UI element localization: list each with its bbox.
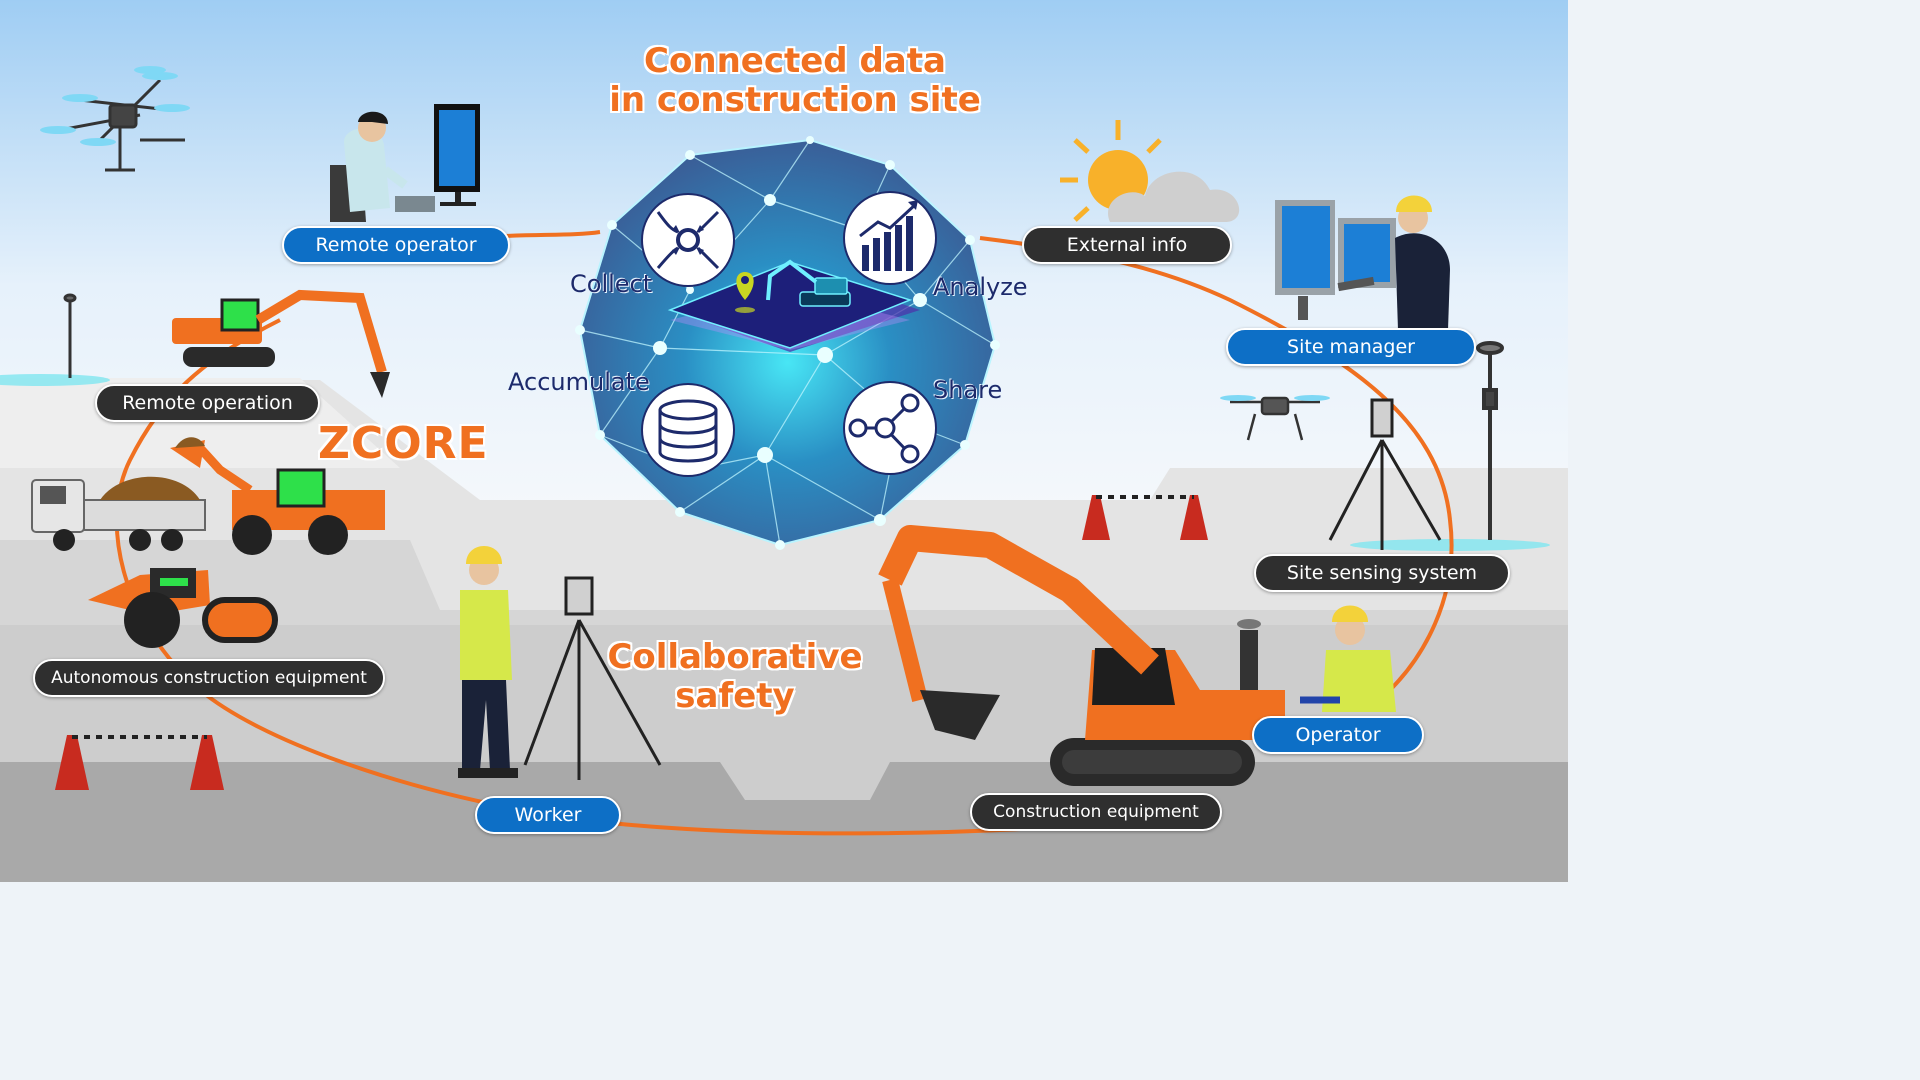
digital-excavator-icon [766, 259, 851, 307]
drone-icon [40, 66, 190, 172]
site-manager-monitors-icon [1275, 200, 1396, 320]
operator-figure [1300, 605, 1396, 712]
cycle-label-accumulate: Accumulate [508, 368, 650, 396]
monitor-icon [434, 104, 480, 206]
traffic-cone-icon-left [55, 735, 224, 790]
headline-line-2: in construction site [609, 80, 981, 121]
worker-figure [458, 546, 518, 778]
label-remote-operator: Remote operator [282, 226, 510, 264]
sun-cloud-icon [1060, 120, 1240, 222]
safety-heading: Collaborative safety [600, 637, 870, 717]
headline-title: Connected data in construction site [600, 41, 990, 121]
gnss-pole-icon [63, 293, 77, 378]
zcore-logo: ZCORE [318, 418, 489, 469]
share-icon [843, 381, 937, 475]
remote-excavator-icon [172, 289, 390, 398]
wheel-loader-icon [170, 437, 385, 555]
label-construction-equipment: Construction equipment [970, 793, 1222, 831]
excavator-icon [878, 525, 1285, 786]
database-icon [641, 383, 735, 477]
tripod-sensor-icon [523, 576, 662, 780]
ground-lower-road [0, 762, 1568, 882]
headline-line-1: Connected data [644, 41, 946, 81]
label-autonomous-construction-equipment: Autonomous construction equipment [33, 659, 385, 697]
tripod-sensor-icon-right [1328, 398, 1442, 550]
gnss-pole-icon-right [1476, 341, 1504, 540]
location-pin-icon [735, 272, 755, 313]
roller-icon [88, 568, 278, 648]
label-external-info: External info [1022, 226, 1232, 264]
label-operator: Operator [1252, 716, 1424, 754]
analyze-chart-icon [843, 191, 937, 285]
traffic-cone-icon-right [1082, 495, 1208, 540]
remote-operator-figure [330, 111, 435, 222]
safety-heading-line-2: safety [675, 676, 795, 717]
cycle-label-collect: Collect [570, 270, 653, 298]
label-site-manager: Site manager [1226, 328, 1476, 366]
label-worker: Worker [475, 796, 621, 834]
label-remote-operation: Remote operation [95, 384, 320, 422]
small-drone-icon [1220, 395, 1330, 441]
label-site-sensing-system: Site sensing system [1254, 554, 1510, 592]
cycle-label-analyze: Analyze [933, 273, 1028, 301]
safety-heading-line-1: Collaborative [607, 637, 863, 677]
dump-truck-icon [31, 476, 206, 551]
cycle-label-share: Share [933, 376, 1003, 404]
site-manager-figure [1337, 195, 1450, 330]
collect-icon [641, 193, 735, 287]
